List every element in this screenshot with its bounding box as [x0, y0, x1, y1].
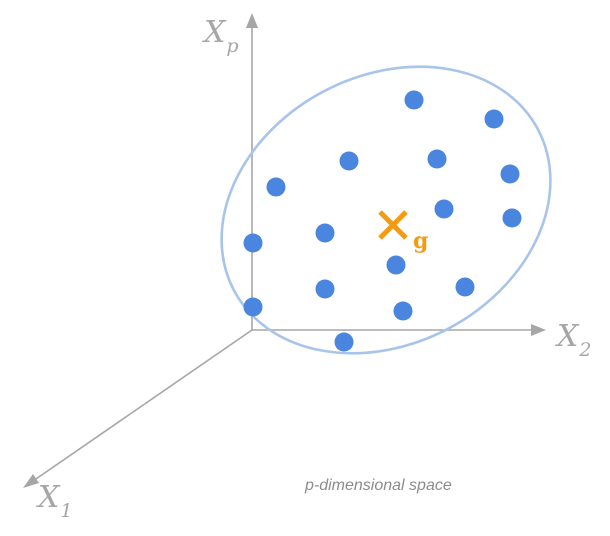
- data-point: [427, 149, 447, 169]
- centroid-cross-icon: [378, 210, 408, 240]
- axis-label-x2: X2: [555, 319, 591, 361]
- axis-xp-arrowhead: [246, 13, 258, 28]
- caption: p-dimensional space: [304, 477, 452, 494]
- data-point: [266, 177, 286, 197]
- axis-x1-arrowhead: [23, 474, 39, 488]
- cluster-ellipse: [220, 65, 552, 355]
- data-point: [315, 279, 335, 299]
- axis-x2-arrowhead: [531, 324, 546, 336]
- data-point: [315, 223, 335, 243]
- data-points: [243, 90, 522, 352]
- data-point: [484, 109, 504, 129]
- data-point: [404, 90, 424, 110]
- data-point: [386, 255, 406, 275]
- data-point: [334, 332, 354, 352]
- data-point: [434, 199, 454, 219]
- data-point: [455, 277, 475, 297]
- data-point: [243, 297, 263, 317]
- axis-label-x1: X1: [36, 480, 72, 522]
- data-point: [393, 301, 413, 321]
- data-point: [500, 164, 520, 184]
- axis-x1: [32, 329, 253, 482]
- data-point: [502, 208, 522, 228]
- axis-label-xp: Xp: [202, 15, 239, 57]
- data-point: [243, 233, 263, 253]
- centroid-label: g: [413, 228, 428, 254]
- data-point: [339, 151, 359, 171]
- axes: [23, 13, 546, 488]
